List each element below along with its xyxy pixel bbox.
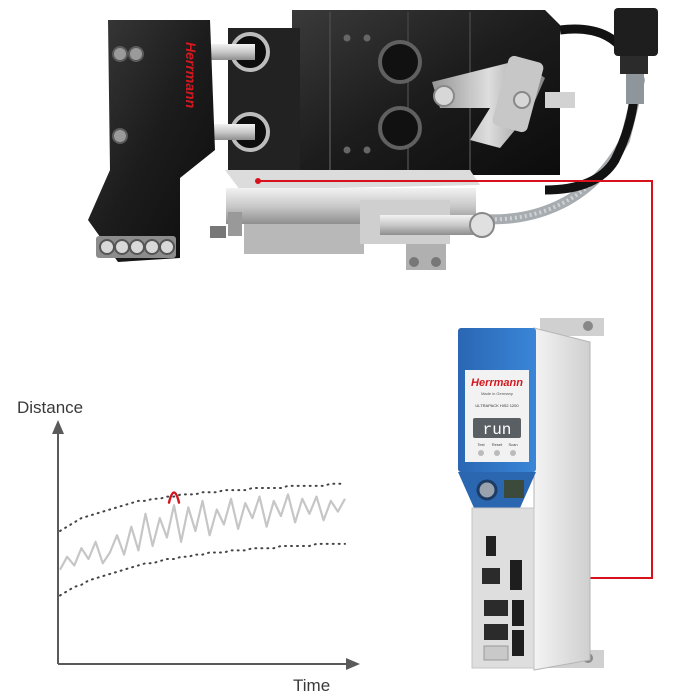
x-axis-label: Time bbox=[293, 676, 331, 695]
button-scan[interactable] bbox=[510, 450, 516, 456]
button-label-scan: Scan bbox=[508, 442, 517, 447]
ethernet-port bbox=[484, 600, 508, 616]
generator-display bbox=[473, 418, 521, 438]
x-axis-arrow bbox=[346, 658, 360, 670]
fitting-row bbox=[96, 236, 176, 258]
generator-tagline: Made in Germany bbox=[481, 391, 513, 396]
y-axis-label: Distance bbox=[17, 398, 84, 417]
button-label-test: Test bbox=[477, 442, 485, 447]
peak-excursion-marker bbox=[167, 491, 181, 504]
generator-side-panel bbox=[533, 327, 591, 671]
display-readout: run bbox=[483, 421, 512, 439]
upper-limit-line bbox=[59, 482, 346, 532]
distance-time-chart bbox=[52, 420, 360, 670]
linear-slide bbox=[210, 170, 495, 270]
io-terminal bbox=[510, 560, 522, 590]
toggle-lever bbox=[432, 55, 575, 148]
ethernet-port bbox=[484, 624, 508, 640]
generator-brand-logo: Herrmann bbox=[471, 377, 523, 389]
io-terminal bbox=[512, 630, 524, 656]
button-test[interactable] bbox=[478, 450, 484, 456]
signal-series-line bbox=[59, 493, 346, 571]
io-terminal bbox=[512, 600, 524, 626]
front-plate bbox=[88, 20, 215, 262]
welding-actuator-unit: Herrmann bbox=[88, 8, 658, 270]
round-connector bbox=[476, 479, 498, 501]
button-reset[interactable] bbox=[494, 450, 500, 456]
generator-front-gray bbox=[471, 507, 535, 669]
connector-plug bbox=[614, 8, 658, 104]
y-axis-arrow bbox=[52, 420, 64, 434]
black-cable bbox=[544, 24, 639, 195]
ethernet-port bbox=[482, 568, 500, 584]
terminal-block bbox=[504, 480, 524, 498]
lower-limit-line bbox=[59, 542, 346, 597]
machine-brand-logo: Herrmann bbox=[183, 42, 199, 108]
ultrasonic-generator: Herrmann Made in Germany ULTRAPACK HiS2 … bbox=[458, 318, 604, 671]
generator-model-label: ULTRAPACK HiS2 1200 bbox=[475, 403, 519, 408]
button-label-reset: Reset bbox=[492, 442, 503, 447]
